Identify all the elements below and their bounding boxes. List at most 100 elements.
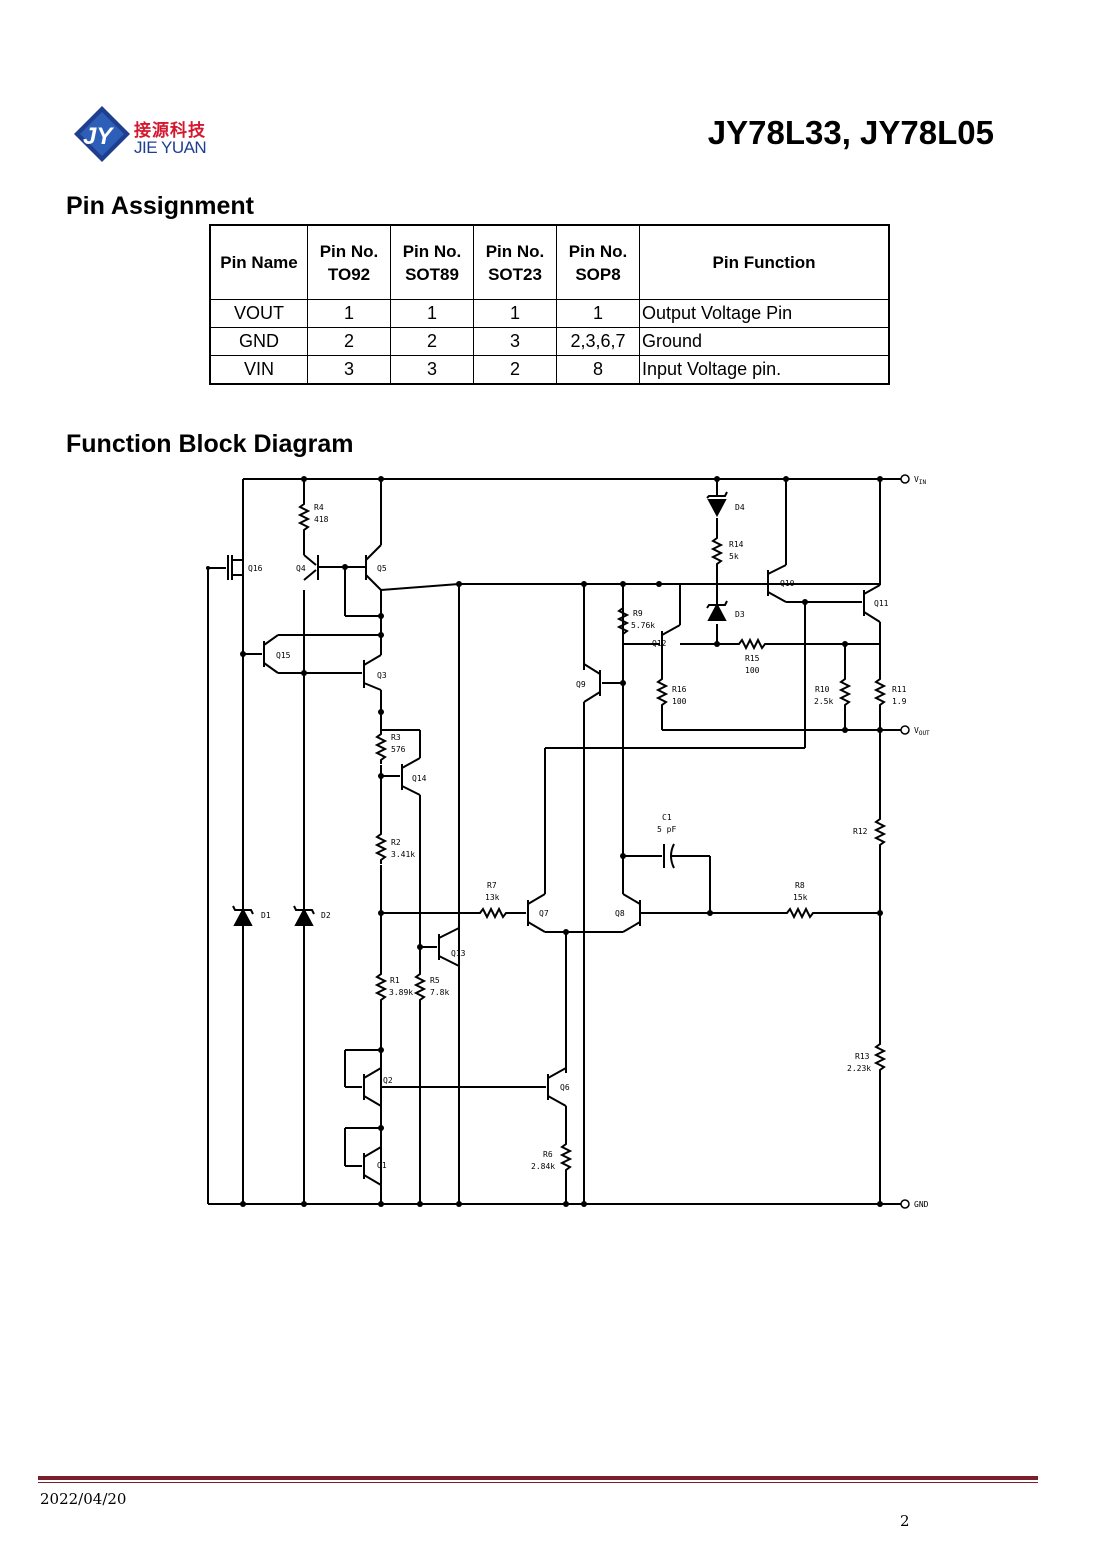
r16-label: R16 [672, 685, 687, 694]
q7-label: Q7 [539, 909, 549, 918]
r6-label: R6 [543, 1150, 553, 1159]
r1-label: R1 [390, 976, 400, 985]
cell: Input Voltage pin. [639, 355, 890, 385]
r4-label: R4 [314, 503, 324, 512]
r5-label: R5 [430, 976, 440, 985]
r2-value: 3.41k [391, 850, 415, 859]
d1-label: D1 [261, 911, 271, 920]
q10-label: Q10 [780, 579, 795, 588]
q12-label: Q12 [652, 639, 667, 648]
header-line: Pin No. [485, 241, 545, 261]
svg-text:JY: JY [83, 123, 114, 150]
footer-date: 2022/04/20 [40, 1490, 127, 1508]
cell: VOUT [209, 299, 308, 328]
c1-value: 5 pF [657, 825, 676, 834]
cell: 1 [390, 299, 474, 328]
q1-label: Q1 [377, 1161, 387, 1170]
r10-value: 2.5k [814, 697, 833, 706]
table-row: VIN 3 3 2 8 Input Voltage pin. [209, 355, 890, 385]
q9-label: Q9 [576, 680, 586, 689]
col-header-pin-name: Pin Name [209, 224, 308, 300]
header-line: Pin No. [568, 241, 628, 261]
r13-label: R13 [855, 1052, 870, 1061]
header-line: TO92 [327, 264, 371, 284]
q11-label: Q11 [874, 599, 889, 608]
q4-label: Q4 [296, 564, 306, 573]
cell: 2 [390, 327, 474, 356]
r2-label: R2 [391, 838, 401, 847]
q8-label: Q8 [615, 909, 625, 918]
header-line: SOT89 [405, 264, 459, 284]
r13-value: 2.23k [847, 1064, 871, 1073]
header-line: Pin No. [319, 241, 379, 261]
d4-label: D4 [735, 503, 745, 512]
document-title: JY78L33, JY78L05 [707, 114, 994, 151]
r14-label: R14 [729, 540, 744, 549]
r6-value: 2.84k [531, 1162, 555, 1171]
r9-value: 5.76k [631, 621, 655, 630]
vin-terminal-label: VIN [914, 475, 926, 486]
q15-label: Q15 [276, 651, 291, 660]
cell: 2 [473, 355, 557, 385]
footer-rule [38, 1476, 1038, 1480]
r11-value: 1.9 [892, 697, 907, 706]
table-header-row: Pin Name Pin No. TO92 Pin No. SOT89 Pin No… [209, 224, 890, 300]
function-block-diagram-heading: Function Block Diagram [66, 430, 354, 458]
logo-english-name: JIE YUAN [134, 138, 207, 157]
company-logo: JY 接源科技 JIE YUAN [72, 104, 222, 166]
r9-label: R9 [633, 609, 643, 618]
q2-label: Q2 [383, 1076, 393, 1085]
r15-value: 100 [745, 666, 760, 675]
r3-value: 576 [391, 745, 406, 754]
r15-label: R15 [745, 654, 760, 663]
r8-label: R8 [795, 881, 805, 890]
logo-chinese-name: 接源科技 [134, 121, 206, 141]
q14-label: Q14 [412, 774, 427, 783]
r3-label: R3 [391, 733, 401, 742]
cell: 8 [556, 355, 640, 385]
r1-value: 3.89k [389, 988, 413, 997]
cell: 3 [473, 327, 557, 356]
r5-value: 7.8k [430, 988, 449, 997]
r12-label: R12 [853, 827, 868, 836]
cell: Output Voltage Pin [639, 299, 890, 328]
cell: GND [209, 327, 308, 356]
q13-label: Q13 [451, 949, 466, 958]
pin-assignment-heading: Pin Assignment [66, 192, 254, 220]
q5-label: Q5 [377, 564, 387, 573]
cell: VIN [209, 355, 308, 385]
table-row: VOUT 1 1 1 1 Output Voltage Pin [209, 299, 890, 328]
cell: 1 [556, 299, 640, 328]
r7-label: R7 [487, 881, 497, 890]
col-header-sot23: Pin No.SOT23 [473, 224, 557, 300]
table-row: GND 2 2 3 2,3,6,7 Ground [209, 327, 890, 356]
col-header-sot89: Pin No. SOT89 [390, 224, 474, 300]
header-line: SOP8 [575, 264, 621, 284]
pin-assignment-table: Pin Name Pin No. TO92 Pin No. SOT89 Pin No… [209, 224, 890, 385]
r10-label: R10 [815, 685, 830, 694]
footer-rule-thin [38, 1482, 1038, 1483]
d2-label: D2 [321, 911, 331, 920]
col-header-sop8: Pin No. SOP8 [556, 224, 640, 300]
q16-label: Q16 [248, 564, 263, 573]
cell: 2 [307, 327, 391, 356]
r4-value: 418 [314, 515, 329, 524]
r8-value: 15k [793, 893, 808, 902]
col-header-to92: Pin No. TO92 [307, 224, 391, 300]
c1-label: C1 [662, 813, 672, 822]
cell: Ground [639, 327, 890, 356]
col-header-pin-function: Pin Function [639, 224, 890, 300]
cell: 2,3,6,7 [556, 327, 640, 356]
r16-value: 100 [672, 697, 687, 706]
d3-label: D3 [735, 610, 745, 619]
function-block-diagram: VIN VOUT GND Q16 Q4 Q5 Q15 Q3 Q14 Q13 Q2… [206, 474, 930, 1209]
r14-value: 5k [729, 552, 739, 561]
cell: 3 [307, 355, 391, 385]
q6-label: Q6 [560, 1083, 570, 1092]
cell: 1 [473, 299, 557, 328]
cell: 3 [390, 355, 474, 385]
jy-logo-icon: JY [74, 106, 130, 162]
vout-terminal-label: VOUT [914, 726, 930, 737]
r7-value: 13k [485, 893, 500, 902]
header-line: Pin No. [402, 241, 462, 261]
